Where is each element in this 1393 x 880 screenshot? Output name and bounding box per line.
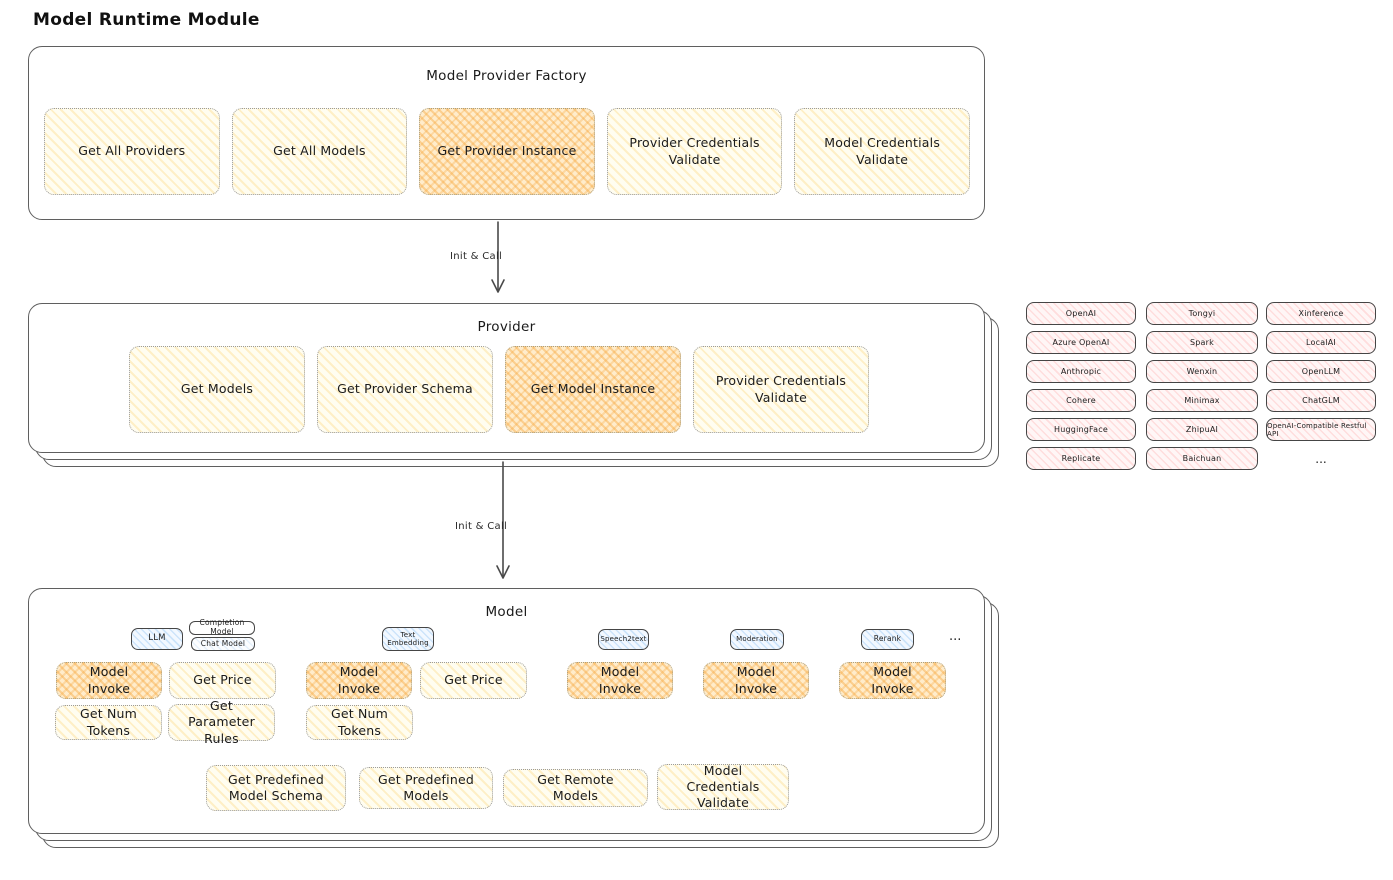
provider-btn-provider-credentials-validate: Provider Credentials Validate: [693, 346, 869, 433]
model-box: Model LLM Completion Model Chat Model Te…: [28, 588, 999, 848]
chip-azure-openai: Azure OpenAI: [1026, 331, 1136, 354]
llm-get-num-tokens-btn: Get Num Tokens: [55, 705, 162, 740]
chip-wenxin: Wenxin: [1146, 360, 1258, 383]
chip-replicate: Replicate: [1026, 447, 1136, 470]
provider-box-title: Provider: [477, 319, 536, 335]
embedding-get-price-btn: Get Price: [420, 662, 527, 699]
tag-moderation: Moderation: [730, 629, 784, 650]
provider-button-row: Get Models Get Provider Schema Get Model…: [129, 346, 869, 433]
provider-btn-get-model-instance: Get Model Instance: [505, 346, 681, 433]
model-credentials-validate-btn: Model Credentials Validate: [657, 763, 789, 810]
chip-tongyi: Tongyi: [1146, 302, 1258, 325]
chip-openai: OpenAI: [1026, 302, 1136, 325]
rerank-model-invoke-btn: Model Invoke: [839, 662, 946, 699]
chip-cohere: Cohere: [1026, 389, 1136, 412]
tag-chat-model: Chat Model: [191, 637, 255, 651]
chip-anthropic: Anthropic: [1026, 360, 1136, 383]
providers-column-1: OpenAI Azure OpenAI Anthropic Cohere Hug…: [1026, 302, 1136, 470]
chip-localai: LocalAI: [1266, 331, 1376, 354]
chip-baichuan: Baichuan: [1146, 447, 1258, 470]
factory-box: Model Provider Factory Get All Providers…: [28, 46, 985, 220]
chip-xinference: Xinference: [1266, 302, 1376, 325]
providers-ellipsis: ...: [1315, 451, 1327, 466]
llm-model-invoke-btn: Model Invoke: [56, 662, 162, 699]
provider-btn-get-provider-schema: Get Provider Schema: [317, 346, 493, 433]
arrow-label-init-call-1: Init & Call: [450, 251, 503, 262]
model-box-front: Model LLM Completion Model Chat Model Te…: [28, 588, 985, 834]
provider-btn-get-models: Get Models: [129, 346, 305, 433]
tag-completion-model: Completion Model: [189, 619, 255, 636]
llm-get-parameter-rules-btn: Get Parameter Rules: [168, 698, 275, 746]
arrow-label-init-call-2: Init & Call: [455, 521, 508, 532]
providers-column-2: Tongyi Spark Wenxin Minimax ZhipuAI Baic…: [1146, 302, 1258, 470]
tag-llm: LLM: [131, 628, 183, 650]
chip-openai-compatible-restful-api: OpenAI-Compatible Restful API: [1266, 418, 1376, 441]
moderation-model-invoke-btn: Model Invoke: [703, 662, 809, 699]
tag-speech2text: Speech2text: [598, 629, 649, 650]
get-predefined-model-schema-btn: Get Predefined Model Schema: [206, 765, 346, 811]
provider-box: Provider Get Models Get Provider Schema …: [28, 303, 999, 467]
tag-text-embedding: Text Embedding: [382, 627, 434, 651]
model-box-title: Model: [485, 604, 528, 620]
factory-btn-get-all-providers: Get All Providers: [44, 108, 220, 195]
factory-btn-provider-credentials-validate: Provider Credentials Validate: [606, 108, 783, 195]
provider-box-front: Provider Get Models Get Provider Schema …: [28, 303, 985, 453]
factory-btn-get-provider-instance: Get Provider Instance: [419, 108, 595, 195]
embedding-get-num-tokens-btn: Get Num Tokens: [306, 705, 413, 740]
get-predefined-models-btn: Get Predefined Models: [359, 767, 493, 809]
providers-column-3: Xinference LocalAI OpenLLM ChatGLM OpenA…: [1266, 302, 1376, 470]
model-tags-ellipsis: ...: [949, 629, 962, 644]
tag-rerank: Rerank: [861, 629, 914, 650]
factory-btn-model-credentials-validate: Model Credentials Validate: [794, 108, 970, 195]
diagram-title: Model Runtime Module: [33, 10, 260, 30]
chip-minimax: Minimax: [1146, 389, 1258, 412]
chip-huggingface: HuggingFace: [1026, 418, 1136, 441]
llm-get-price-btn: Get Price: [169, 662, 276, 699]
chip-spark: Spark: [1146, 331, 1258, 354]
factory-btn-get-all-models: Get All Models: [231, 108, 408, 195]
get-remote-models-btn: Get Remote Models: [503, 769, 648, 807]
chip-openllm: OpenLLM: [1266, 360, 1376, 383]
embedding-model-invoke-btn: Model Invoke: [306, 662, 412, 699]
speech2text-model-invoke-btn: Model Invoke: [567, 662, 673, 699]
arrow-factory-to-provider: [491, 221, 505, 293]
chip-zhipuai: ZhipuAI: [1146, 418, 1258, 441]
arrow-provider-to-model: [496, 461, 510, 579]
factory-button-row: Get All Providers Get All Models Get Pro…: [44, 108, 970, 195]
chip-chatglm: ChatGLM: [1266, 389, 1376, 412]
factory-box-title: Model Provider Factory: [426, 68, 587, 84]
